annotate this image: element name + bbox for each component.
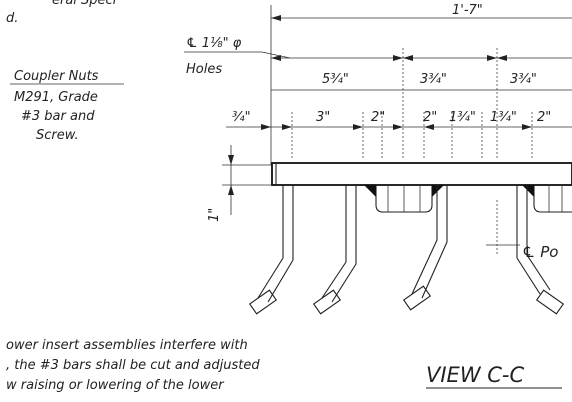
dim-5-3-4: 5¾" xyxy=(322,72,349,87)
note-coupler-line2: M291, Grade xyxy=(14,90,98,105)
dim-1-3-4-b: 1¾" xyxy=(490,110,517,125)
note-top-line1: eral Speci xyxy=(52,0,117,8)
note-coupler-line4: Screw. xyxy=(36,128,79,143)
dim-3-3-4-a: 3¾" xyxy=(420,72,447,87)
holes-callout-line1: ℄ 1⅛" φ xyxy=(186,36,242,51)
note-coupler-line1: Coupler Nuts xyxy=(14,69,99,84)
note-bottom-line2: , the #3 bars shall be cut and adjusted xyxy=(6,358,260,373)
dim-3-4: ¾" xyxy=(232,110,251,125)
dim-overall: 1'-7" xyxy=(452,3,483,18)
dim-2-b: 2" xyxy=(423,110,437,125)
dim-1: 1" xyxy=(207,208,222,222)
dim-2-c: 2" xyxy=(537,110,551,125)
cl-po-label: ℄ Po xyxy=(522,243,558,261)
dim-3: 3" xyxy=(316,110,330,125)
note-coupler-line3: #3 bar and xyxy=(21,109,95,124)
dim-3-3-4-b: 3¾" xyxy=(510,72,537,87)
holes-callout-line2: Holes xyxy=(186,62,222,77)
dim-2-a: 2" xyxy=(371,110,385,125)
view-title: VIEW C-C xyxy=(426,363,525,387)
dim-1-3-4-a: 1¾" xyxy=(449,110,476,125)
note-bottom-line1: ower insert assemblies interfere with xyxy=(6,338,248,353)
note-top-line2: d. xyxy=(6,11,18,26)
note-bottom-line3: w raising or lowering of the lower xyxy=(6,378,225,393)
